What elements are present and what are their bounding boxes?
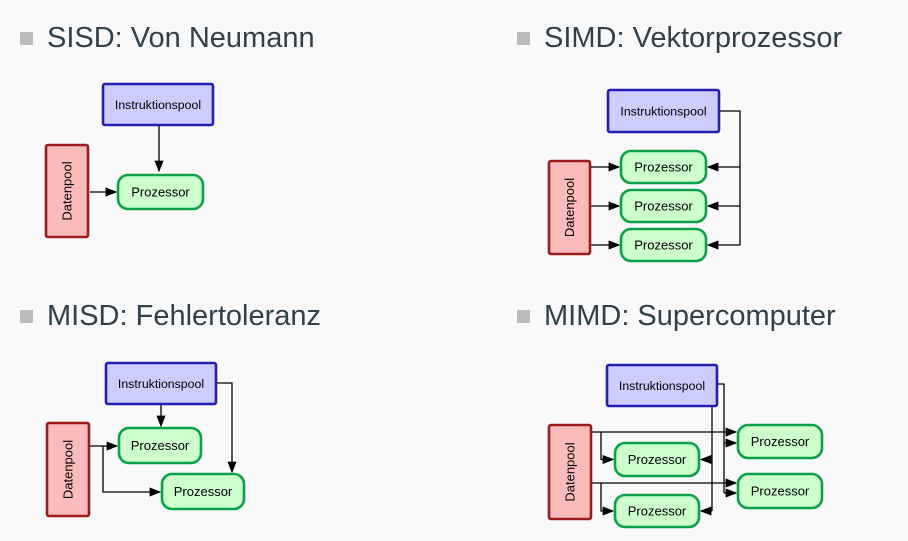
svg-text:Instruktionspool: Instruktionspool — [620, 105, 706, 119]
bullet-square-icon — [20, 31, 33, 45]
datenpool-box: Datenpool — [44, 143, 90, 239]
mimd-diagram: Instruktionspool Datenpool Prozessor Pro… — [547, 363, 824, 529]
datenpool-box: Datenpool — [547, 423, 593, 521]
svg-text:Datenpool: Datenpool — [61, 440, 76, 499]
prozessor-box: Prozessor — [619, 149, 708, 185]
svg-text:Datenpool: Datenpool — [60, 161, 75, 220]
prozessor-box: Prozessor — [160, 472, 246, 511]
instruktionspool-box: Instruktionspool — [101, 82, 215, 127]
bullet-square-icon — [517, 309, 530, 323]
instruction-bus-wire — [717, 383, 725, 493]
panel-title-sisd: SISD: Von Neumann — [20, 21, 315, 55]
prozessor-box: Prozessor — [117, 426, 203, 465]
panel-title-mimd: MIMD: Supercomputer — [517, 299, 836, 333]
svg-text:Prozessor: Prozessor — [634, 160, 693, 175]
instruction-flow-arrow — [216, 382, 237, 474]
svg-text:Prozessor: Prozessor — [634, 199, 693, 214]
data-flow-arrow — [600, 432, 615, 465]
prozessor-box: Prozessor — [619, 227, 708, 263]
instruktionspool-box: Instruktionspool — [104, 361, 218, 406]
svg-text:Instruktionspool: Instruktionspool — [118, 377, 204, 391]
panel-title-text: SIMD: Vektorprozessor — [544, 21, 843, 54]
svg-text:Prozessor: Prozessor — [628, 504, 687, 519]
simd-diagram: Instruktionspool Datenpool Prozessor Pro… — [547, 88, 741, 263]
data-flow-arrow — [600, 483, 615, 516]
svg-text:Datenpool: Datenpool — [563, 442, 578, 501]
svg-text:Prozessor: Prozessor — [131, 438, 190, 453]
svg-text:Prozessor: Prozessor — [634, 238, 693, 253]
svg-text:Instruktionspool: Instruktionspool — [619, 379, 705, 393]
panel-title-text: MIMD: Supercomputer — [544, 299, 836, 332]
data-flow-arrow — [102, 446, 162, 497]
svg-text:Prozessor: Prozessor — [131, 185, 190, 200]
instruction-bus-wire — [719, 110, 741, 245]
prozessor-box: Prozessor — [116, 173, 205, 211]
prozessor-box: Prozessor — [736, 423, 824, 460]
svg-text:Instruktionspool: Instruktionspool — [115, 98, 201, 112]
panel-title-simd: SIMD: Vektorprozessor — [517, 21, 842, 55]
svg-text:Prozessor: Prozessor — [751, 434, 810, 449]
panel-title-text: SISD: Von Neumann — [47, 21, 315, 54]
bullet-square-icon — [20, 309, 33, 323]
misd-diagram: Instruktionspool Datenpool Prozessor Pro… — [45, 361, 246, 518]
bullet-square-icon — [517, 31, 530, 45]
datenpool-box: Datenpool — [547, 159, 592, 256]
prozessor-box: Prozessor — [613, 441, 701, 478]
instruktionspool-box: Instruktionspool — [605, 363, 719, 408]
prozessor-box: Prozessor — [736, 472, 824, 510]
sisd-diagram: Instruktionspool Datenpool Prozessor — [44, 82, 215, 239]
svg-text:Prozessor: Prozessor — [174, 484, 233, 499]
panel-title-text: MISD: Fehlertoleranz — [47, 299, 321, 332]
instruktionspool-box: Instruktionspool — [606, 88, 721, 134]
prozessor-box: Prozessor — [619, 188, 708, 224]
datenpool-box: Datenpool — [45, 421, 91, 518]
panel-title-misd: MISD: Fehlertoleranz — [20, 299, 321, 333]
svg-text:Datenpool: Datenpool — [562, 178, 577, 237]
prozessor-box: Prozessor — [613, 493, 701, 529]
svg-text:Prozessor: Prozessor — [751, 484, 810, 499]
svg-text:Prozessor: Prozessor — [628, 452, 687, 467]
